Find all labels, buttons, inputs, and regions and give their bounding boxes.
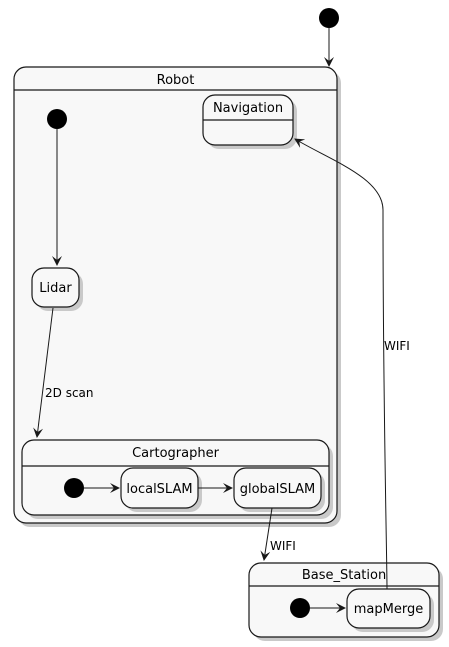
globalslam-state: globalSLAM	[233, 467, 325, 512]
navigation-state: Navigation	[202, 94, 297, 149]
edge-label-2d-scan: 2D scan	[45, 386, 94, 400]
lidar-label: Lidar	[39, 281, 72, 296]
base-station-initial-state	[290, 598, 310, 618]
mapmerge-state: mapMerge	[346, 588, 434, 632]
robot-composite: Robot	[13, 66, 341, 527]
edge-mapmerge-to-navigation	[294, 138, 388, 590]
localslam-state: localSLAM	[120, 467, 202, 512]
edge-label-wifi-upper: WIFI	[384, 339, 410, 353]
robot-initial-state	[47, 109, 67, 129]
cartographer-title: Cartographer	[132, 446, 219, 461]
lidar-state: Lidar	[31, 267, 83, 311]
navigation-label: Navigation	[213, 101, 283, 116]
edge-lidar-to-cartographer	[33, 307, 54, 438]
robot-title: Robot	[157, 73, 195, 88]
localslam-label: localSLAM	[126, 482, 192, 497]
cartographer-initial-state	[64, 478, 84, 498]
base-station-title: Base_Station	[302, 568, 386, 583]
top-initial-state	[319, 8, 339, 28]
mapmerge-label: mapMerge	[354, 602, 423, 617]
edge-globalslam-to-base-station	[260, 507, 273, 561]
globalslam-label: globalSLAM	[240, 482, 316, 497]
edge-label-wifi-lower: WIFI	[270, 539, 296, 553]
